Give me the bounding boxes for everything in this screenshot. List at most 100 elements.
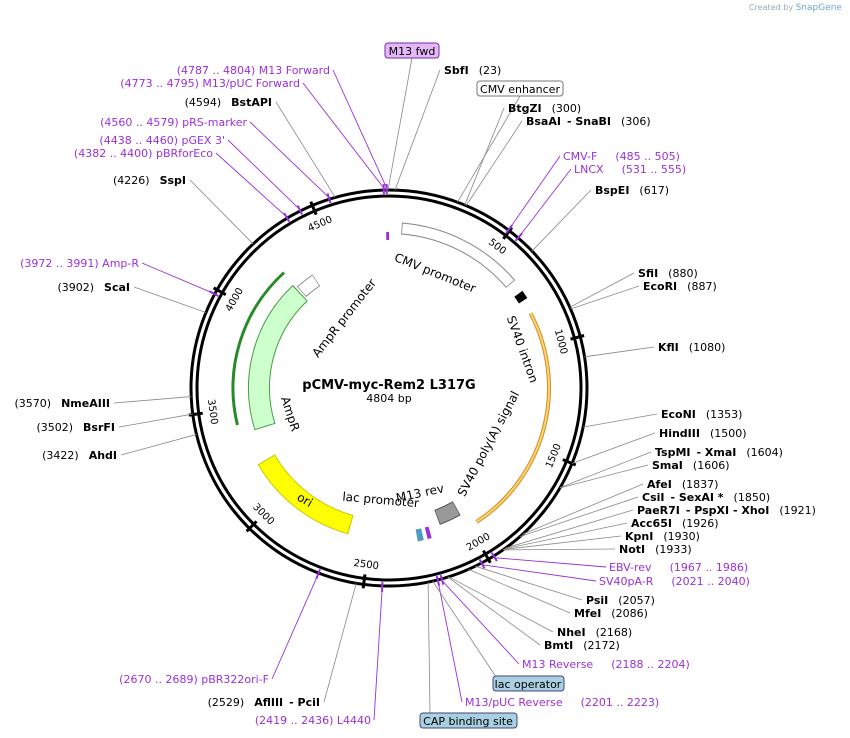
primer-leader (249, 121, 330, 198)
snapgene-logo: SnapGene (795, 3, 842, 13)
site-leader (583, 413, 658, 428)
site-coord: (1921) (779, 504, 816, 517)
site-extra: - SnaBI (567, 115, 611, 128)
primer-text: LNCX (574, 163, 604, 176)
site-name: BtgZI (508, 102, 542, 115)
m13-rev-label: M13 rev (395, 481, 445, 505)
ampr-promoter-fill (298, 275, 320, 296)
site-kfli: KflI(1080) (658, 341, 725, 354)
site-name: AhdI (89, 449, 117, 462)
site-coord: (1837) (682, 478, 719, 491)
site-coord: (3422) (42, 449, 79, 462)
site-leader (118, 413, 193, 428)
tick-label: 1000 (552, 328, 569, 355)
backbone-inner (195, 194, 583, 582)
primer-leader (519, 168, 572, 237)
site-sspi: (4226)SspI (113, 174, 186, 187)
cmv-enhancer-label: CMV enhancer (480, 83, 560, 96)
primer-leader (373, 587, 383, 721)
primer-leader (302, 82, 385, 189)
tick-mark (309, 201, 318, 216)
tick-label: 1500 (544, 442, 564, 470)
primer-lncx: LNCX(531 .. 555) (574, 163, 686, 176)
primer-m13-puc-reverse: M13/pUC Reverse(2201 .. 2223) (465, 696, 659, 709)
site-name: BmtI (544, 639, 573, 652)
site-name: BsrFI (83, 421, 115, 434)
primer-mark (514, 232, 523, 242)
site-extra: - PciI (289, 696, 320, 709)
primer-leader (482, 564, 597, 582)
site-name: HindIII (659, 427, 700, 440)
site-smai: SmaI(1606) (652, 459, 729, 472)
sv40-intron-block (514, 290, 528, 304)
ampr-green-line (231, 271, 286, 426)
site-ecori: EcoRI(887) (643, 280, 717, 293)
primer-text: (2419 .. 2436) L4440 (255, 714, 371, 727)
tick-label: 4000 (224, 286, 246, 314)
primer-text: (4382 .. 4400) pBRforEco (74, 147, 213, 160)
site-leader (475, 565, 583, 601)
site-acc65i: Acc65I(1926) (631, 517, 719, 530)
site-leader (120, 434, 197, 456)
site-coord: (1930) (663, 530, 700, 543)
primer-text: (4438 .. 4460) pGEX 3' (99, 134, 225, 147)
site-name: PsiI (586, 594, 608, 607)
site-leader (569, 272, 635, 308)
site-coord: (1850) (734, 491, 771, 504)
site-name: SmaI (652, 459, 683, 472)
site-kpni: KpnI(1930) (625, 530, 700, 543)
site-leader (502, 548, 616, 551)
tick-label: 4500 (306, 214, 334, 234)
site-coord: (1500) (710, 427, 747, 440)
primer-leader (227, 139, 300, 210)
site-bspei: BspEI(617) (595, 184, 669, 197)
sv40-polya-block (435, 502, 460, 524)
primer-range: (485 .. 505) (615, 150, 680, 163)
tick-mark (212, 286, 227, 297)
tick-label: 2000 (465, 531, 493, 553)
site-aflIII: (2529)AflIII- PciI (208, 696, 320, 709)
site-leader (559, 464, 649, 489)
primer-mark (326, 193, 332, 204)
site-coord: (3502) (36, 421, 73, 434)
site-coord: (2529) (208, 696, 245, 709)
site-econi: EcoNI(1353) (661, 408, 742, 421)
m13-rev-block (424, 526, 432, 540)
primer-text: (4773 .. 4795) M13/pUC Forward (120, 77, 300, 90)
site-sbfi: SbfI(23) (444, 64, 501, 77)
ampr-arrow (249, 286, 307, 429)
box-leader (457, 95, 521, 203)
site-paer7i: PaeR7I- PspXI - XhoI(1921) (637, 504, 816, 517)
primer-text: CMV-F (563, 150, 597, 163)
primer-mark (208, 290, 219, 297)
site-name: NmeAIII (61, 397, 110, 410)
site-sfii: SfiI (880) (638, 267, 698, 280)
site-leader (522, 483, 644, 535)
site-coord: (617) (639, 184, 669, 197)
site-bsaai: BsaAI- SnaBI(306) (526, 115, 651, 128)
cmv-promoter-fill (401, 223, 514, 287)
cmv-enhancer-box: CMV enhancer (476, 80, 564, 97)
lac-operator-box: lac operator (492, 675, 565, 692)
site-leader (531, 189, 592, 252)
site-coord: (880) (668, 267, 698, 280)
primer-sv40pa-r: SV40pA-R(2021 .. 2040) (599, 575, 750, 588)
site-name: SfiI (638, 267, 658, 280)
site-extra: - PspXI - XhoI (686, 504, 769, 517)
site-coord: (887) (687, 280, 717, 293)
label-layer: SbfI(23)BtgZI(300)BsaAI- SnaBI(306)BspEI… (15, 64, 816, 727)
site-coord: (4226) (113, 174, 150, 187)
m13-fwd-box: M13 fwd (384, 42, 440, 59)
primer-leader (141, 262, 214, 294)
site-leader (465, 120, 523, 206)
primer-text: SV40pA-R (599, 575, 654, 588)
tick-mark (482, 549, 492, 564)
backbone-outer (189, 188, 589, 588)
primer-cmv-f: CMV-F (485 .. 505) (563, 150, 680, 163)
site-leader (275, 101, 336, 198)
primer-range: (2201 .. 2223) (581, 696, 660, 709)
box-leader (432, 580, 501, 684)
site-leader (570, 285, 640, 310)
plasmid-size: 4804 bp (366, 392, 411, 405)
